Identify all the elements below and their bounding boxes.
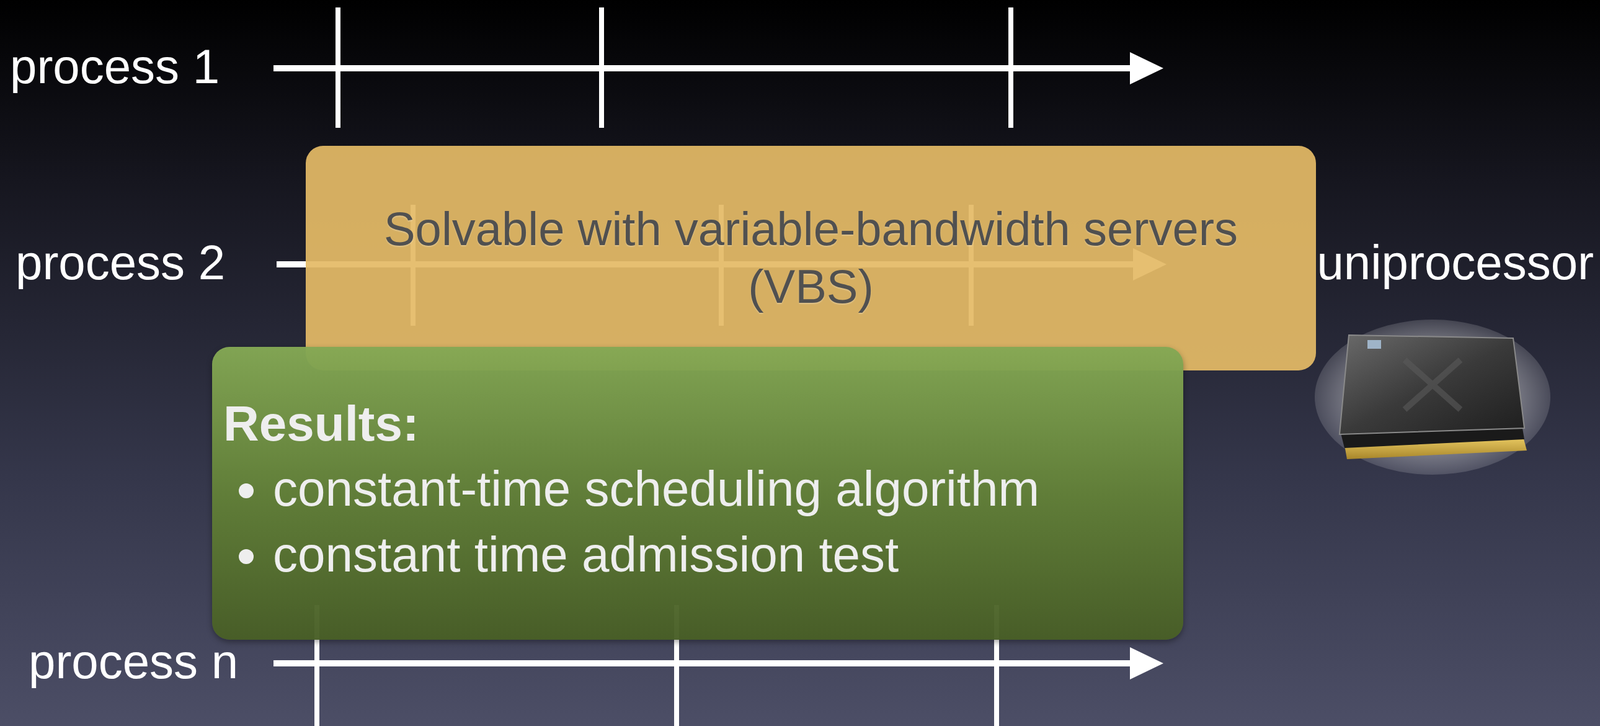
axis-arrowhead <box>1129 646 1164 680</box>
chip-glow <box>1314 319 1551 475</box>
processor-label: uniprocessor <box>1316 236 1594 290</box>
bullet-item: constant time admission test <box>272 521 1165 588</box>
cpu-chip-icon <box>1314 319 1551 475</box>
tick <box>1008 7 1014 128</box>
process-1-timeline <box>273 7 1164 128</box>
bullet-item: constant-time scheduling algorithm <box>272 455 1165 522</box>
bullet-list: constant-time scheduling algorithmconsta… <box>223 455 1165 587</box>
time-axis <box>273 659 1135 667</box>
results-box: Results:constant-time scheduling algorit… <box>212 346 1184 640</box>
chip-marker <box>1367 339 1382 349</box>
tick <box>599 7 605 128</box>
vbs-callout-box: Solvable with variable-bandwidth servers… <box>305 145 1316 371</box>
tick <box>335 7 341 128</box>
time-axis <box>273 65 1135 72</box>
box-text: Solvable with variable-bandwidth servers… <box>330 200 1292 316</box>
process-label: process n <box>28 635 239 689</box>
chip-top <box>1339 334 1525 435</box>
axis-arrowhead <box>1129 52 1164 85</box>
box-heading: Results: <box>223 391 1165 456</box>
chip-logo <box>1404 359 1461 410</box>
process-label: process 1 <box>9 40 220 94</box>
process-label: process 2 <box>15 236 226 290</box>
